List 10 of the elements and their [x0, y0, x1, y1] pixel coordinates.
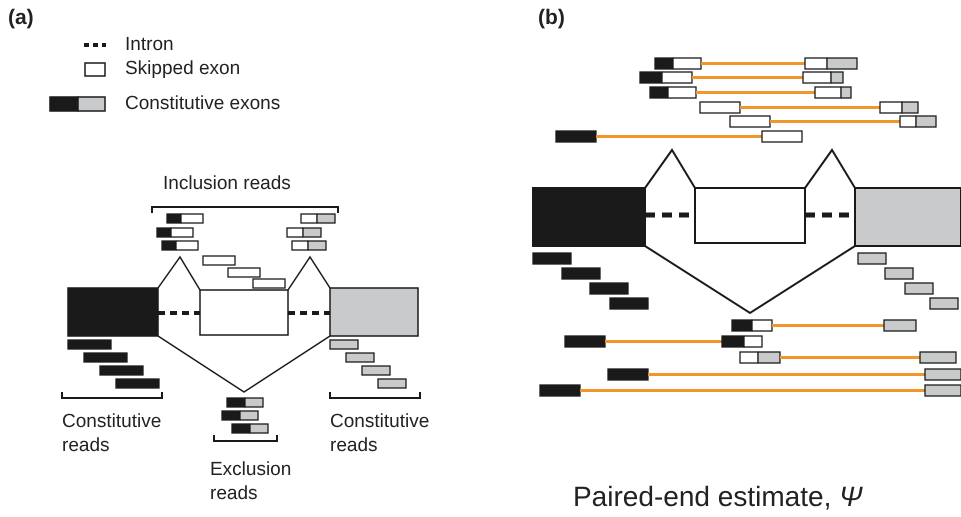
panel-label: (a) — [8, 6, 34, 30]
legend-text: Skipped exon — [125, 57, 240, 81]
group-label: Inclusion reads — [163, 172, 291, 196]
group-label: Exclusion reads — [210, 458, 292, 506]
group-label: Constitutive reads — [62, 410, 162, 458]
legend-text: Constitutive exons — [125, 92, 280, 116]
legend-text: Intron — [125, 33, 174, 57]
caption-text: Paired-end estimate, Ψ — [573, 480, 862, 514]
group-label: Constitutive reads — [330, 410, 430, 458]
panel-label: (b) — [538, 6, 565, 30]
